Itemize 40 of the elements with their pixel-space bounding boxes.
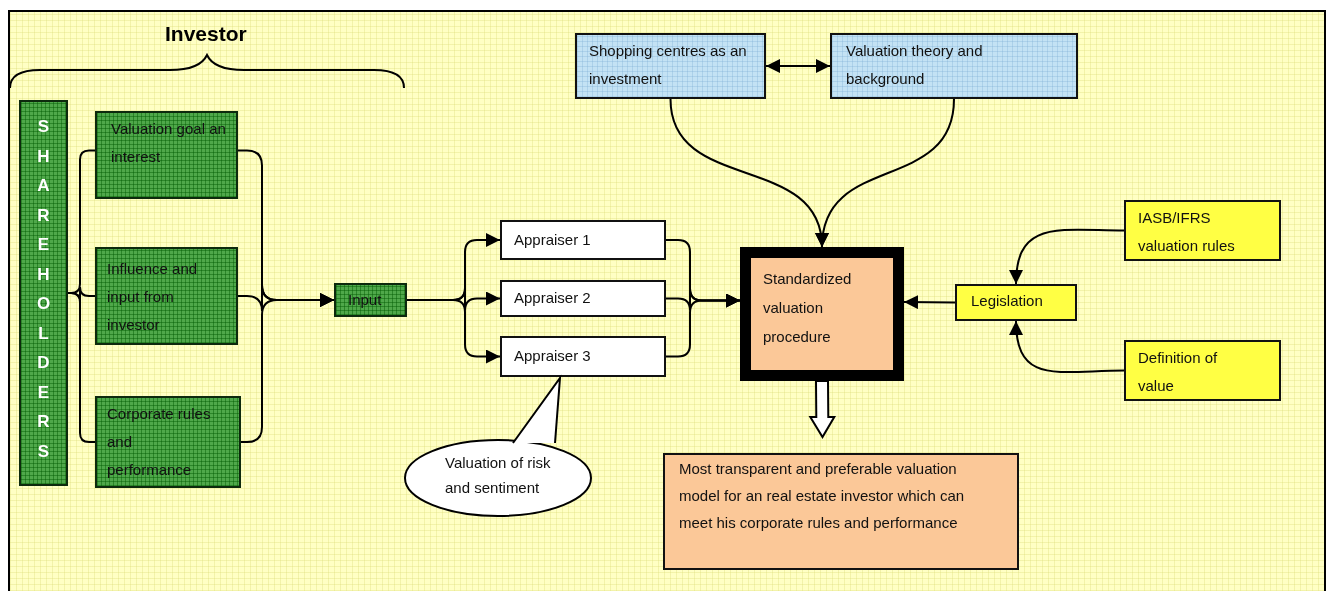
block-arrow [808, 379, 837, 439]
node-label: Influence and input from investor [107, 259, 199, 335]
node-label: Standardized valuation procedure [763, 269, 853, 347]
node-label: Shopping centres as an investment [589, 41, 748, 89]
node-label: Valuation goal an interest [111, 119, 227, 167]
vertical-bar [19, 100, 68, 486]
node-label: Valuation theory and background [846, 41, 984, 89]
arrow [765, 59, 831, 73]
node-label: Legislation [971, 291, 1044, 311]
input-box [955, 284, 1077, 321]
arrow [665, 293, 741, 358]
node-label: Appraiser 1 [514, 230, 592, 250]
node-label: Definition of value [1138, 348, 1219, 396]
arrow [816, 98, 955, 248]
node-label: IASB/IFRS valuation rules [1138, 208, 1236, 256]
input-box [1124, 340, 1281, 401]
process-box [95, 396, 241, 488]
node-label: Appraiser 2 [514, 288, 592, 308]
node-label: Valuation of risk and sentiment [445, 453, 552, 498]
node-label: Input [348, 290, 383, 310]
process-box [334, 283, 407, 317]
node-label: Most transparent and preferable valuation model for an real estate investor which can meet his corporate rules and performance [679, 459, 966, 533]
result-box [663, 453, 1019, 570]
arrow [240, 293, 335, 443]
arrow [903, 295, 956, 310]
process-box [95, 111, 238, 199]
node-label: Appraiser 3 [514, 346, 592, 366]
arrow [1009, 228, 1125, 285]
heading: Investor [165, 22, 247, 46]
arrow [1009, 320, 1125, 374]
topic-box [830, 33, 1078, 99]
vertical-label: SHAREHOLDERS [35, 116, 52, 463]
topic-box [575, 33, 766, 99]
arrow [406, 299, 501, 364]
node-label: Corporate rules and performance [107, 404, 212, 480]
procedure-box [740, 247, 904, 381]
appraiser-box [500, 220, 666, 260]
appraiser-box [500, 280, 666, 317]
input-box [1124, 200, 1281, 261]
process-box [95, 247, 238, 345]
